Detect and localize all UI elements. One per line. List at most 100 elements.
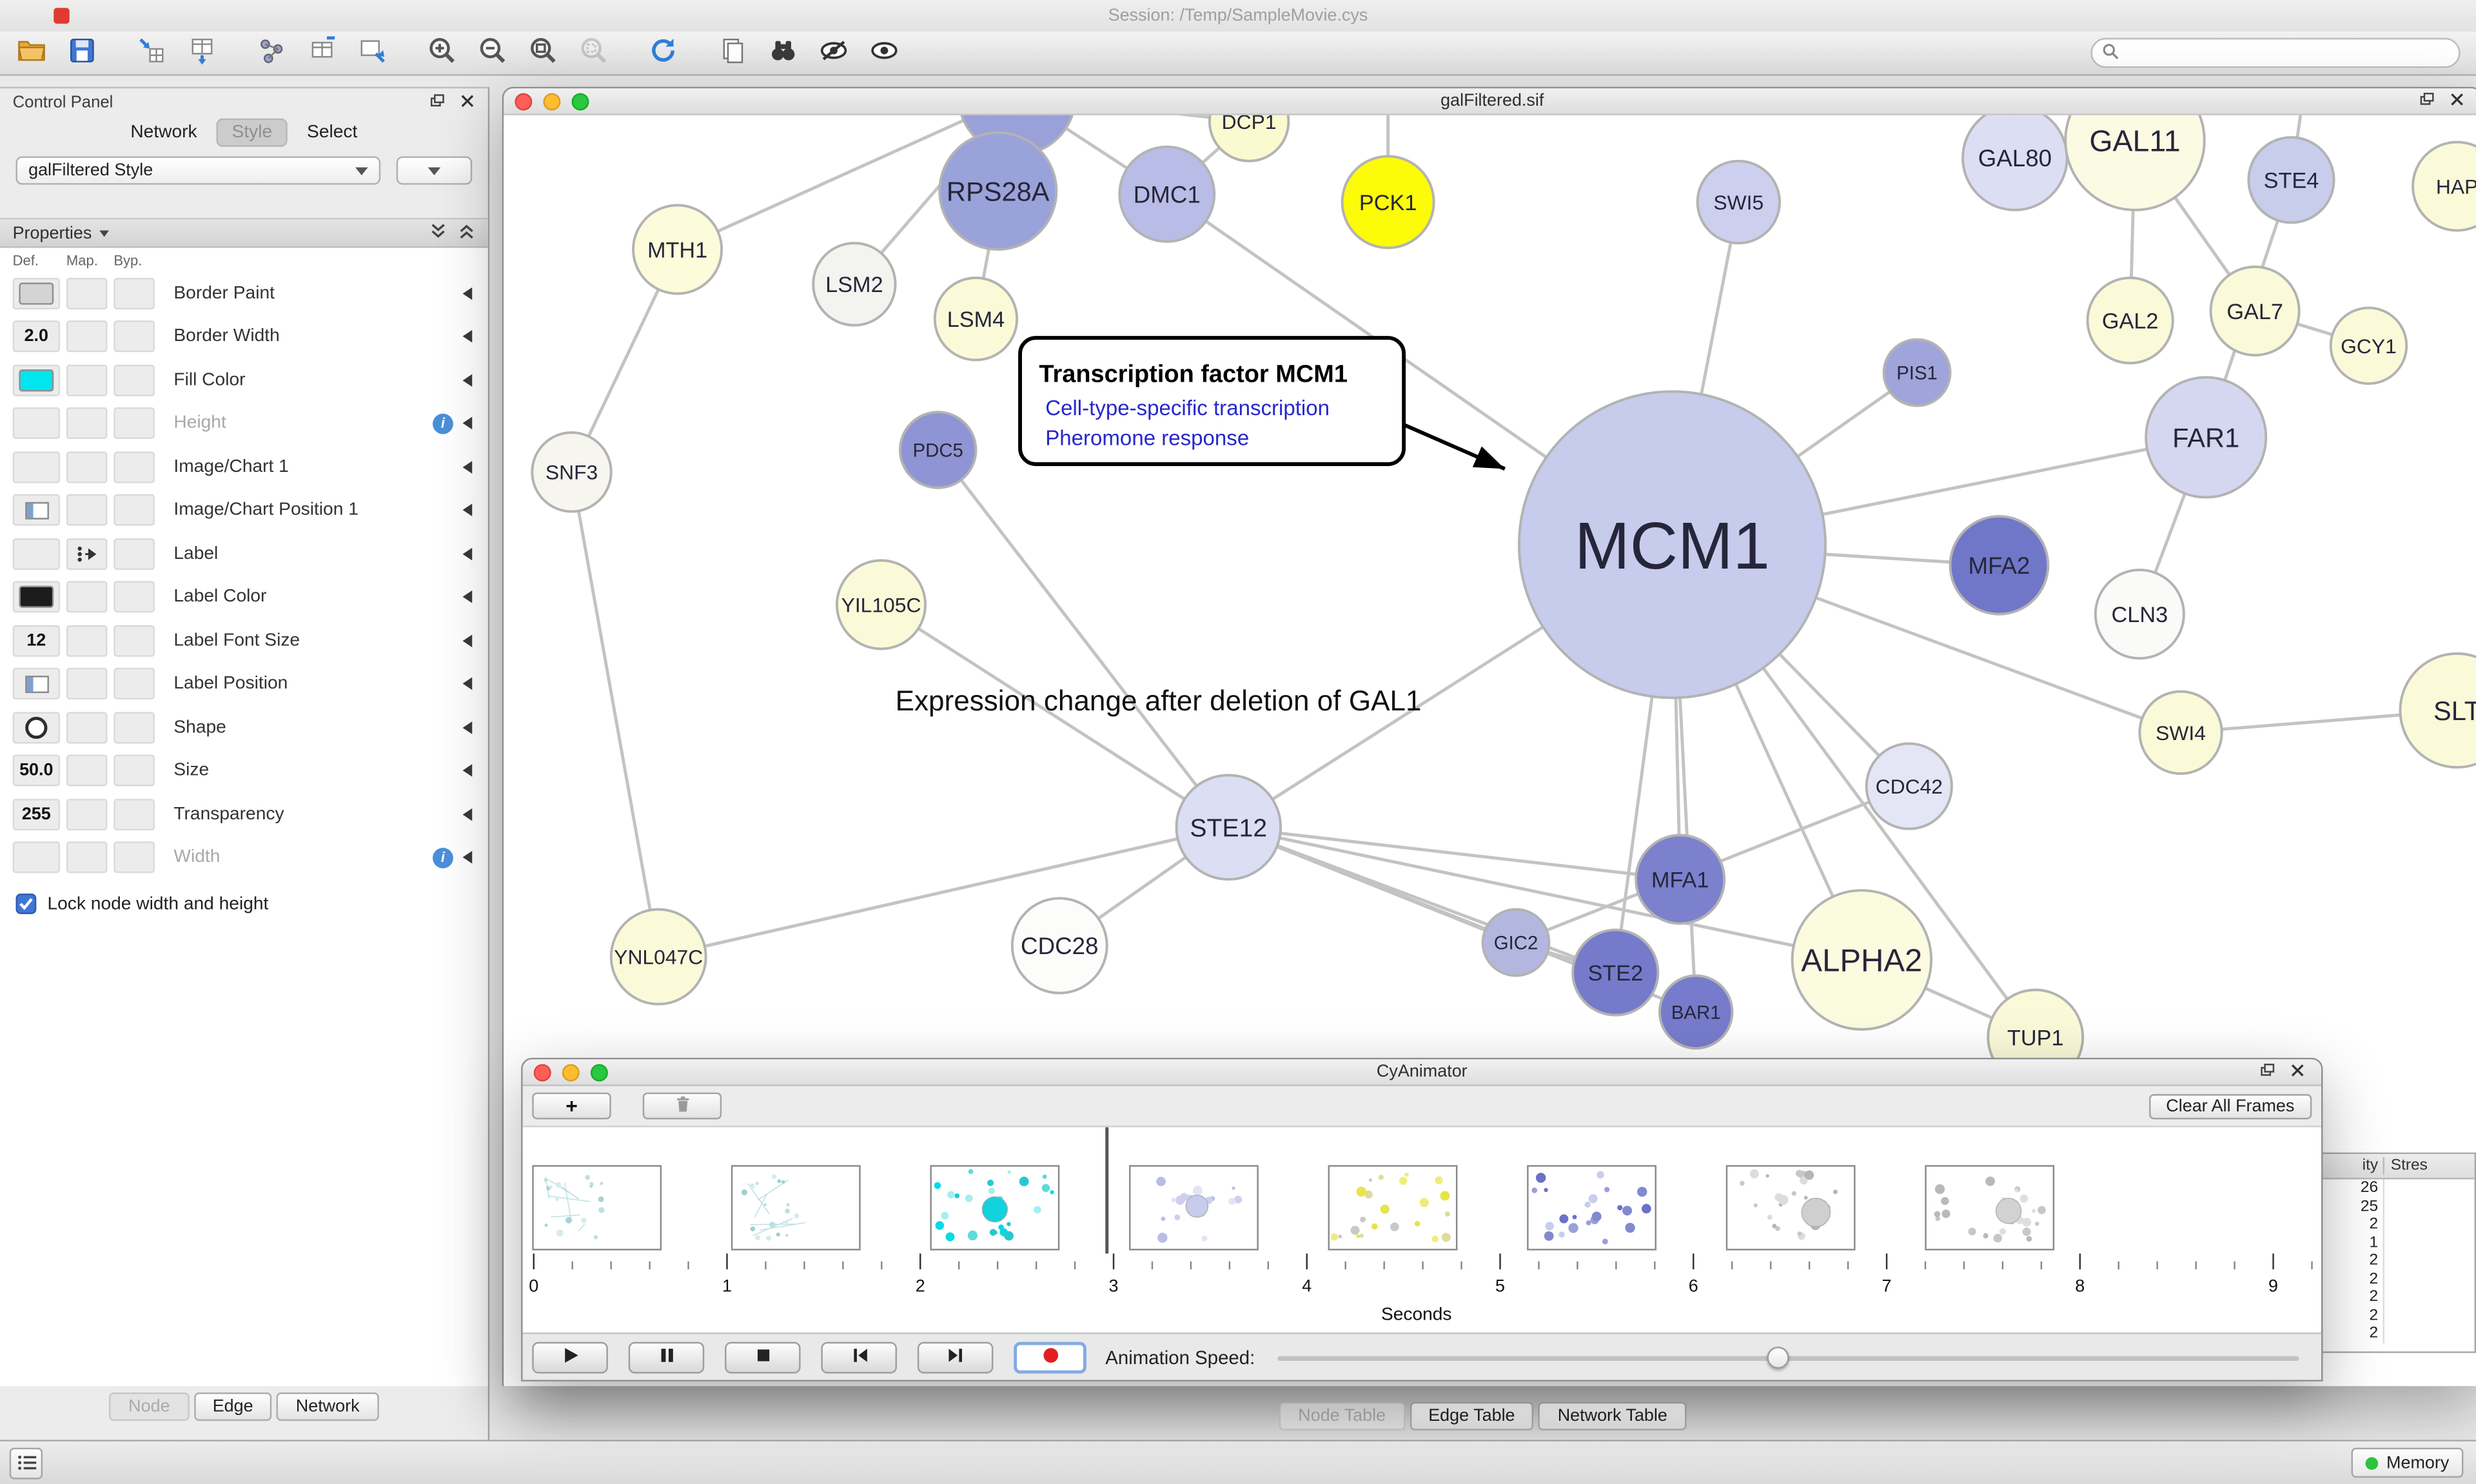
bypass-cell[interactable]: [113, 320, 155, 353]
node-bar1[interactable]: BAR1: [1658, 974, 1734, 1050]
mapping-cell[interactable]: [66, 711, 108, 743]
node-yil105c[interactable]: YIL105C: [836, 559, 927, 650]
node-ynl047c[interactable]: YNL047C: [609, 908, 707, 1006]
mapping-cell[interactable]: [66, 581, 108, 613]
annotation-box[interactable]: Transcription factor MCM1Cell-type-speci…: [1018, 336, 1406, 466]
table-row[interactable]: 2: [2323, 1306, 2474, 1325]
open-session-button[interactable]: [10, 34, 54, 72]
node-pis1[interactable]: PIS1: [1882, 338, 1952, 407]
mapping-cell[interactable]: [66, 668, 108, 700]
mapping-cell[interactable]: [66, 364, 108, 396]
node-cdc28[interactable]: CDC28: [1010, 897, 1108, 995]
node-slt[interactable]: SLT: [2399, 652, 2476, 769]
panel-toggle-button[interactable]: [9, 1447, 43, 1479]
expand-arrow-icon[interactable]: [462, 373, 473, 387]
edge-rps28b-mth1[interactable]: [676, 115, 1017, 251]
panel-tab-network[interactable]: Network: [277, 1392, 378, 1421]
node-gal80[interactable]: GAL80: [1961, 115, 2068, 211]
skip-to-end-button[interactable]: [917, 1341, 994, 1373]
node-mfa2[interactable]: MFA2: [1949, 514, 2050, 616]
close-traffic-light[interactable]: [515, 92, 533, 110]
table-tab-network-table[interactable]: Network Table: [1538, 1401, 1687, 1430]
float-window-icon[interactable]: [2419, 87, 2435, 115]
export-image-button[interactable]: [351, 34, 395, 72]
expand-arrow-icon[interactable]: [462, 330, 473, 344]
default-value-cell[interactable]: [12, 277, 61, 309]
mapping-cell[interactable]: [66, 494, 108, 527]
delete-frame-button[interactable]: [642, 1092, 722, 1120]
zoom-in-button[interactable]: [420, 34, 464, 72]
annotation-link[interactable]: Cell-type-specific transcription: [1045, 396, 1330, 420]
node-swi4[interactable]: SWI4: [2138, 690, 2223, 775]
expand-arrow-icon[interactable]: [462, 721, 473, 734]
node-far1[interactable]: FAR1: [2145, 376, 2268, 499]
expand-arrow-icon[interactable]: [462, 764, 473, 777]
table-column-header-stres[interactable]: Stres: [2383, 1157, 2475, 1175]
property-row-label-position[interactable]: Label Position: [0, 662, 488, 705]
expand-arrow-icon[interactable]: [462, 417, 473, 430]
edge-ste12-yil105c[interactable]: [880, 603, 1230, 829]
frame-thumbnail-2[interactable]: [930, 1165, 1060, 1251]
close-window-icon[interactable]: [2290, 1058, 2305, 1086]
expand-arrow-icon[interactable]: [462, 634, 473, 647]
bypass-cell[interactable]: [113, 711, 155, 743]
expand-arrow-icon[interactable]: [462, 287, 473, 300]
table-tab-edge-table[interactable]: Edge Table: [1409, 1401, 1534, 1430]
panel-tab-node[interactable]: Node: [109, 1392, 189, 1421]
panel-tab-edge[interactable]: Edge: [193, 1392, 273, 1421]
node-rps28a[interactable]: RPS28A: [938, 131, 1058, 251]
import-table-button[interactable]: [180, 34, 224, 72]
property-row-fill-color[interactable]: Fill Color: [0, 358, 488, 402]
default-value-cell[interactable]: [12, 841, 61, 874]
node-pdc5[interactable]: PDC5: [898, 411, 978, 489]
expand-arrow-icon[interactable]: [462, 678, 473, 690]
table-row[interactable]: 2: [2323, 1324, 2474, 1343]
edge-snf3-ynl047c[interactable]: [570, 471, 660, 957]
tab-style[interactable]: Style: [216, 118, 288, 147]
node-mcm1[interactable]: MCM1: [1517, 390, 1827, 699]
property-row-image-chart-position-1[interactable]: Image/Chart Position 1: [0, 489, 488, 532]
properties-section-header[interactable]: Properties: [0, 219, 488, 248]
bypass-cell[interactable]: [113, 625, 155, 657]
current-style-dropdown[interactable]: galFiltered Style: [15, 156, 381, 185]
mapping-cell[interactable]: [66, 841, 108, 874]
bypass-cell[interactable]: [113, 451, 155, 483]
hide-selected-button[interactable]: [812, 34, 856, 72]
edge-ste12-ynl047c[interactable]: [658, 825, 1229, 959]
save-session-button[interactable]: [60, 34, 104, 72]
table-tab-node-table[interactable]: Node Table: [1279, 1401, 1405, 1430]
default-value-cell[interactable]: 12: [12, 625, 61, 657]
add-frame-button[interactable]: +: [532, 1092, 611, 1120]
default-value-cell[interactable]: [12, 711, 61, 743]
frame-thumbnail-1[interactable]: [731, 1165, 861, 1251]
mapping-cell[interactable]: [66, 798, 108, 830]
timeline-playhead[interactable]: [1105, 1127, 1108, 1254]
property-row-shape[interactable]: Shape: [0, 706, 488, 749]
default-value-cell[interactable]: 255: [12, 798, 61, 830]
mapping-cell[interactable]: [66, 451, 108, 483]
property-row-label-color[interactable]: Label Color: [0, 576, 488, 619]
zoom-fit-button[interactable]: [521, 34, 565, 72]
expand-arrow-icon[interactable]: [462, 503, 473, 517]
frame-thumbnail-6[interactable]: [1725, 1165, 1856, 1251]
search-box[interactable]: [2090, 37, 2461, 68]
table-row[interactable]: 2: [2323, 1270, 2474, 1289]
float-panel-icon[interactable]: [429, 88, 445, 116]
minimize-traffic-light[interactable]: [543, 92, 561, 110]
import-network-button[interactable]: [130, 34, 174, 72]
default-value-cell[interactable]: [12, 581, 61, 613]
bypass-cell[interactable]: [113, 668, 155, 700]
node-ste4[interactable]: STE4: [2247, 136, 2335, 224]
table-row[interactable]: 2: [2323, 1215, 2474, 1234]
minimize-traffic-light[interactable]: [562, 1063, 580, 1081]
node-gal2[interactable]: GAL2: [2086, 277, 2174, 365]
expand-arrow-icon[interactable]: [462, 591, 473, 604]
bypass-cell[interactable]: [113, 755, 155, 787]
bypass-cell[interactable]: [113, 494, 155, 527]
node-gal7[interactable]: GAL7: [2209, 265, 2301, 356]
expand-arrow-icon[interactable]: [462, 460, 473, 474]
maximize-traffic-light[interactable]: [590, 1063, 608, 1081]
tab-select[interactable]: Select: [291, 119, 373, 147]
